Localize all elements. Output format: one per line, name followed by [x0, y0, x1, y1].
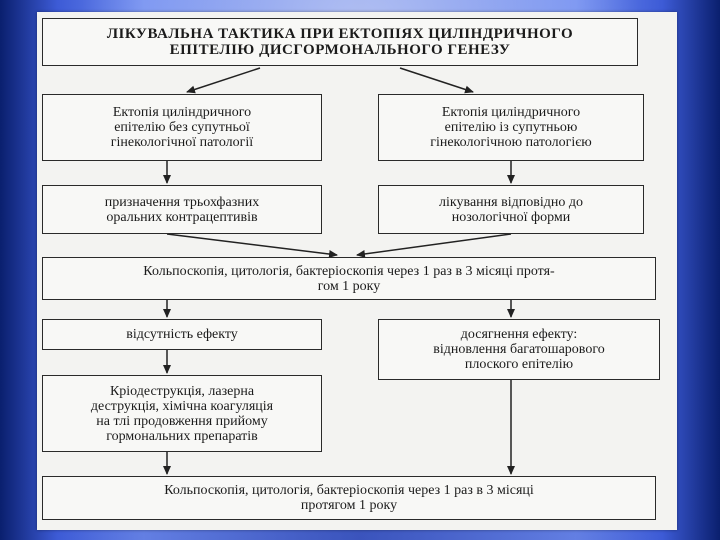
- right-case-box: Ектопія циліндричного епітелію із супутн…: [378, 94, 644, 161]
- connector-arrows: [163, 67, 515, 475]
- diagram-title: ЛІКУВАЛЬНА ТАКТИКА ПРИ ЕКТОПІЯХ ЦИЛІНДРИ…: [42, 18, 638, 66]
- arrow-left-treatment-monitoring: [166, 233, 338, 258]
- left-case-box: Ектопія циліндричного епітелію без супут…: [42, 94, 322, 161]
- left-treatment-box: призначення трьохфазних оральних контрац…: [42, 185, 322, 234]
- arrow-title-left: [186, 67, 261, 94]
- final-monitoring-box: Кольпоскопія, цитологія, бактеріоскопія …: [42, 476, 656, 520]
- diagram-panel: ЛІКУВАЛЬНА ТАКТИКА ПРИ ЕКТОПІЯХ ЦИЛІНДРИ…: [37, 12, 677, 530]
- arrow-right-treatment-monitoring: [356, 233, 512, 258]
- no-effect-box: відсутність ефекту: [42, 319, 322, 350]
- destruction-box: Кріодеструкція, лазерна деструкція, хімі…: [42, 375, 322, 452]
- monitoring-box: Кольпоскопія, цитологія, бактеріоскопія …: [42, 257, 656, 300]
- effect-box: досягнення ефекту: відновлення багатошар…: [378, 319, 660, 380]
- right-treatment-box: лікування відповідно до нозологічної фор…: [378, 185, 644, 234]
- arrow-title-right: [399, 67, 474, 94]
